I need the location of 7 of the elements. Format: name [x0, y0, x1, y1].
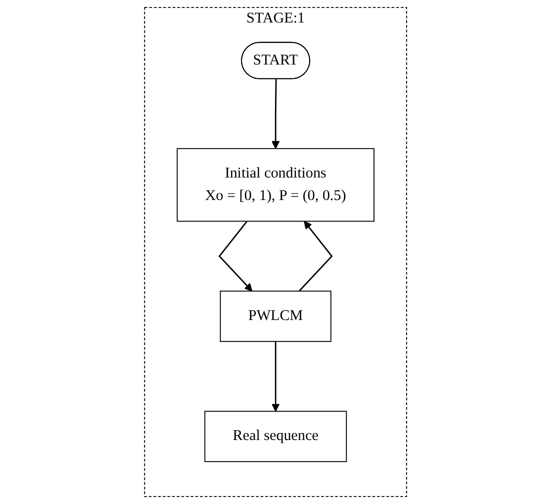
arrow [299, 220, 334, 292]
arrow [272, 341, 280, 412]
arrow [272, 79, 280, 149]
node-box: Initial conditions Xo = [0, 1), P = (0, 0.5) [177, 148, 375, 222]
node-box: Real sequence [204, 410, 348, 462]
arrow [218, 220, 253, 292]
node-box: PWLCM [220, 290, 332, 342]
